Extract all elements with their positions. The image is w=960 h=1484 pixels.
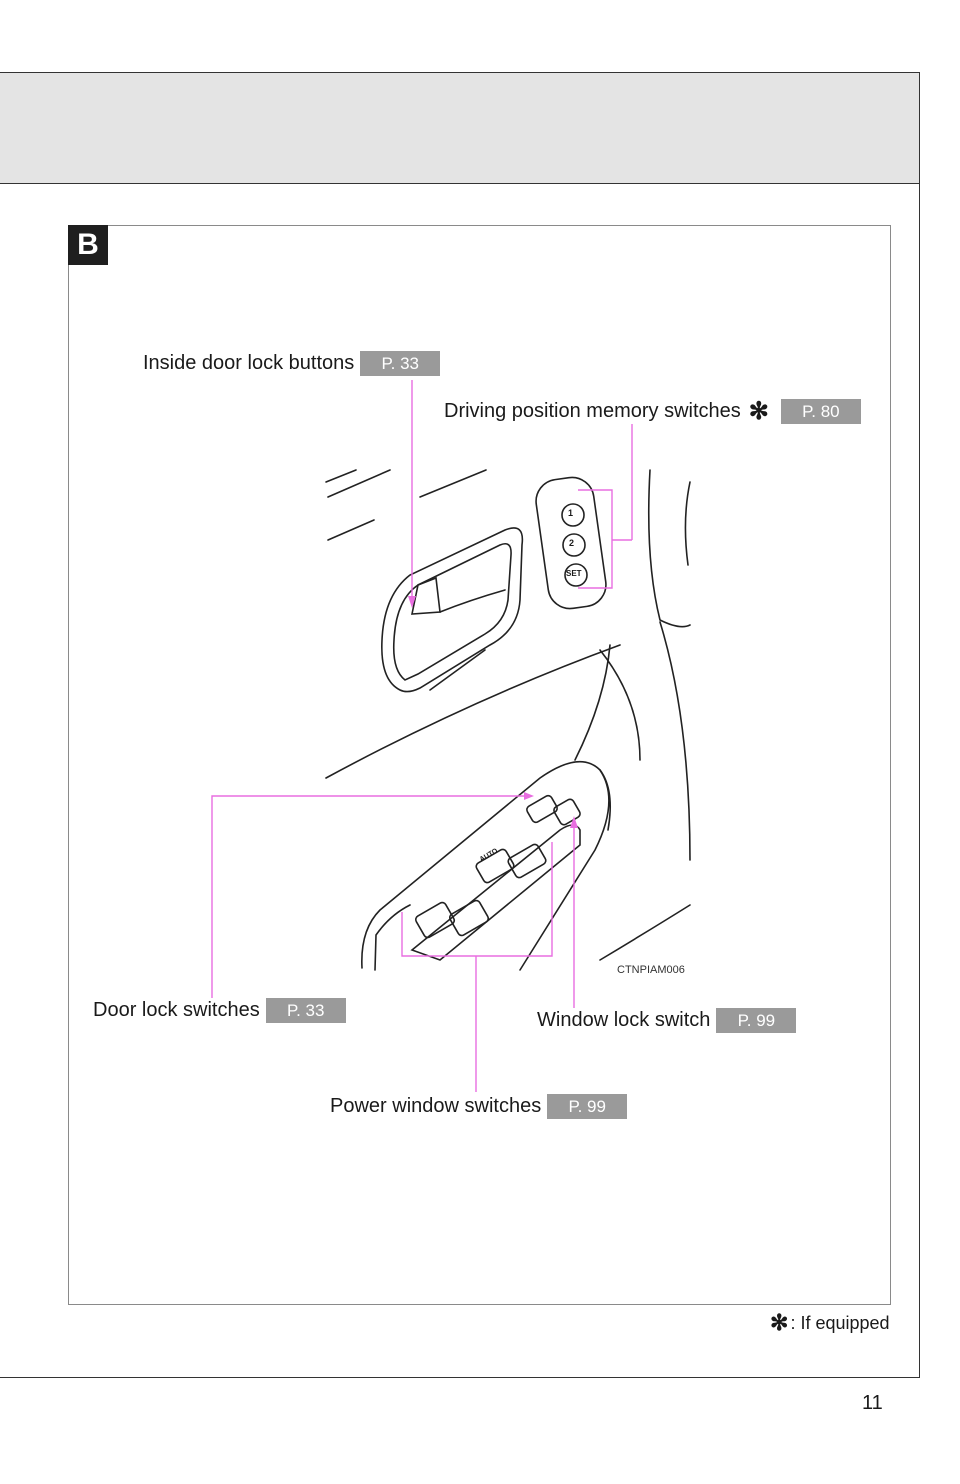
page-ref-badge: P. 99 <box>716 1008 797 1033</box>
callout-label: Inside door lock buttons <box>143 352 355 374</box>
callout-label: Driving position memory switches <box>444 400 741 422</box>
callout-label: Door lock switches <box>93 999 260 1021</box>
callout-door-lock-switches: Door lock switches P. 33 <box>93 998 346 1023</box>
callout-label: Window lock switch <box>537 1009 711 1031</box>
page-ref-badge: P. 33 <box>360 351 441 376</box>
memory-button-1-label: 1 <box>568 508 574 518</box>
footnote-text: : If equipped <box>790 1312 890 1333</box>
section-badge: B <box>68 225 108 265</box>
if-equipped-marker: ✻ <box>748 398 769 425</box>
callout-inside-door-lock-buttons: Inside door lock buttons P. 33 <box>143 351 441 376</box>
callout-window-lock-switch: Window lock switch P. 99 <box>537 1008 797 1033</box>
memory-button-2-label: 2 <box>569 538 575 548</box>
door-trim-drawing <box>325 469 691 971</box>
header-band <box>0 72 920 184</box>
callout-power-window-switches: Power window switches P. 99 <box>330 1094 628 1119</box>
page-ref-badge: P. 99 <box>547 1094 628 1119</box>
diagram-frame <box>68 225 891 1305</box>
callout-label: Power window switches <box>330 1095 542 1117</box>
leader-lines <box>211 380 633 1092</box>
page-ref-badge: P. 80 <box>780 399 861 424</box>
memory-button-set-label: SET <box>566 569 582 578</box>
page-ref-badge: P. 33 <box>265 998 346 1023</box>
if-equipped-marker: ✻ <box>770 1310 789 1335</box>
callout-driving-position-memory-switches: Driving position memory switches ✻ P. 80 <box>444 397 861 426</box>
footnote: ✻ : If equipped <box>770 1310 890 1336</box>
illustration-code: CTNPIAM006 <box>617 964 685 976</box>
page-bottom-rule <box>0 1377 920 1378</box>
page-number: 11 <box>862 1392 883 1414</box>
page-right-rule <box>919 72 920 1378</box>
